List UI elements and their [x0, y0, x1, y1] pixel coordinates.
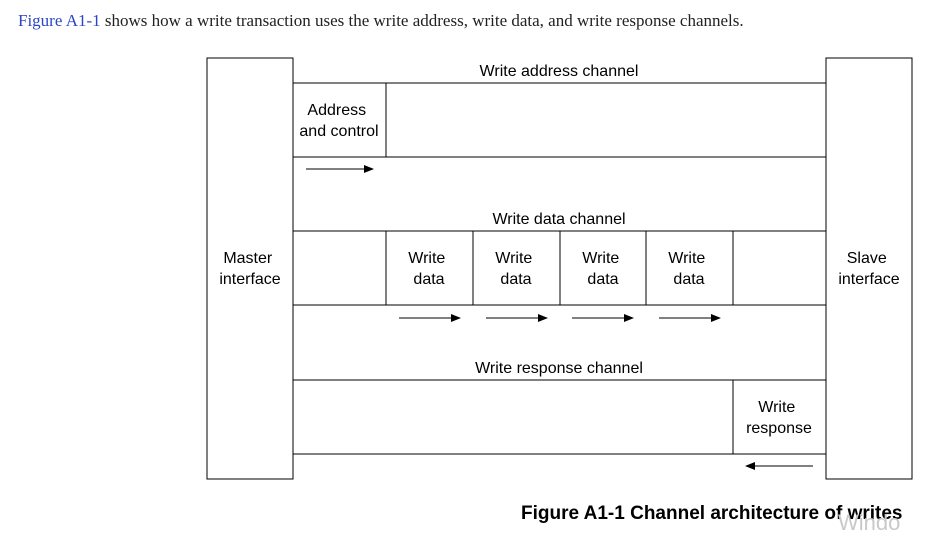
write-data-box-4: Write data [668, 250, 710, 288]
figure-reference-link[interactable]: Figure A1-1 [18, 11, 101, 30]
master-interface-box [206, 57, 294, 480]
slave-interface-label: Slave interface [838, 250, 899, 288]
figure-caption: Figure A1-1 Channel architecture of writ… [521, 503, 903, 524]
write-response-box: Write response [746, 399, 812, 437]
address-and-control-box: Address and control [299, 102, 378, 140]
intro-text: Figure A1-1 shows how a write transactio… [18, 11, 744, 31]
write-response-channel-title: Write response channel [475, 360, 643, 377]
slave-interface-box [825, 57, 913, 480]
master-interface-label: Master interface [219, 250, 280, 288]
intro-rest: shows how a write transaction uses the w… [100, 11, 744, 30]
write-data-box-3: Write data [582, 250, 624, 288]
write-data-channel-title: Write data channel [492, 211, 625, 228]
write-data-box-2: Write data [495, 250, 537, 288]
write-address-channel-title: Write address channel [480, 63, 639, 80]
watermark-overlay: Windo [838, 510, 901, 535]
write-data-box-1: Write data [408, 250, 450, 288]
